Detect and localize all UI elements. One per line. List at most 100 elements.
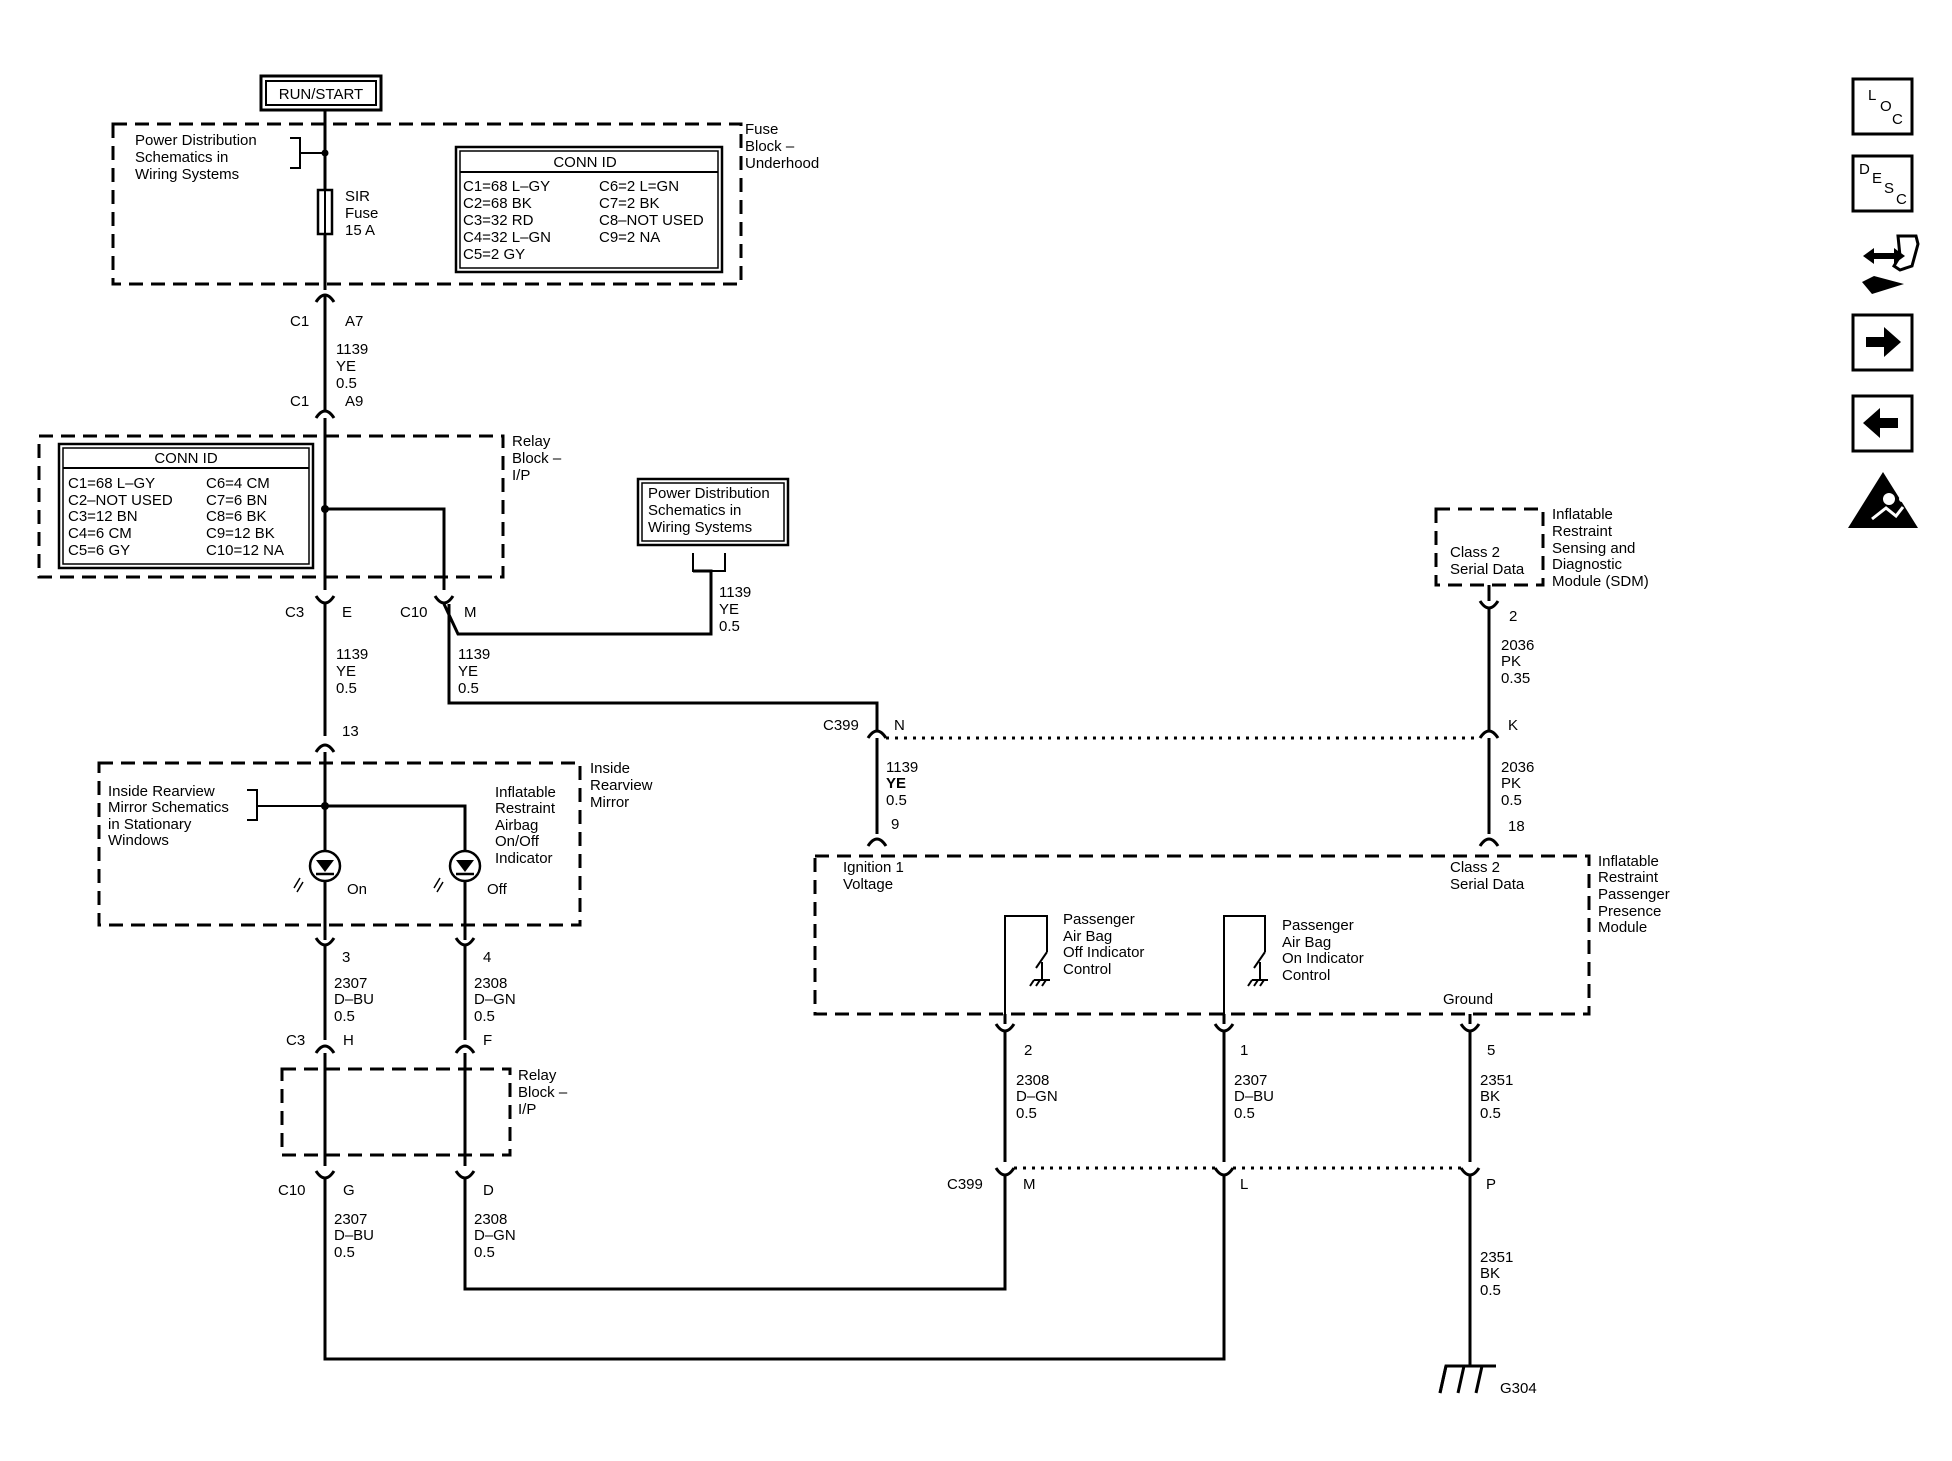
svg-text:C6=4 CM C7=6 BN: C6=4 CM C7=6 BN C8=6 BK C9=12 BK C10=12 … [206,475,284,559]
svg-text:E: E [1872,170,1882,187]
relay-block-name: Relay Block – I/P [512,433,565,484]
relay-block-conn-id-table: CONN ID C1=68 L–GY C2–NOT USED C3=12 BN … [57,442,315,570]
mirror-name: Inside Rearview Mirror [590,760,657,811]
fuse-block-underhood: Fuse Block – Underhood Power Distributio… [111,121,819,286]
svg-text:2308 D–GN 0.5: 2308 D–GN 0.5 [474,975,520,1025]
svg-text:1: 1 [1240,1042,1248,1059]
connector-2 [994,1023,1016,1033]
led-on-icon [293,849,342,893]
fuse-block-conn-id-table: CONN ID C1=68 L–GY C2=68 BK C3=32 RD C4=… [454,145,724,274]
ppm-name: Inflatable Restraint Passenger Presence … [1598,853,1674,936]
power-distribution-box: Power Distribution Schematics in Wiring … [636,477,790,547]
prev-arrow-icon[interactable] [1851,394,1914,453]
svg-text:C399: C399 [947,1176,983,1193]
connector-c3-e [314,595,336,605]
svg-text:On: On [347,881,367,898]
connector-p [1459,1167,1481,1177]
svg-text:S: S [1884,180,1894,197]
connector-d [454,1170,476,1180]
svg-text:Ground: Ground [1443,991,1493,1008]
svg-text:D: D [483,1182,494,1199]
svg-text:Passenger Air Bag: Passenger Air Bag On Indicator Control [1282,917,1368,984]
power-dist-note: Power Distribution Schematics in Wiring … [135,132,261,183]
svg-text:C1: C1 [290,313,309,330]
svg-text:Class 2 Serial Data: Class 2 Serial Data [1450,859,1525,893]
svg-text:1139 YE 0.5: 1139 YE 0.5 [886,759,922,809]
connector-c10-m [433,595,455,605]
svg-text:A9: A9 [345,393,363,410]
svg-text:2307 D–BU 0.5: 2307 D–BU 0.5 [334,975,378,1025]
airbag-warning-icon[interactable] [1848,472,1918,528]
relay-block-ip-bottom: Relay Block – I/P [280,1067,571,1157]
svg-text:C399: C399 [823,717,859,734]
svg-text:Ignition 1 Voltage: Ignition 1 Voltage [843,859,908,893]
svg-text:2: 2 [1024,1042,1032,1059]
connector-3 [314,937,336,947]
svg-text:2036 PK 0.5: 2036 PK 0.5 [1501,759,1539,809]
connector-c3-h [314,1044,336,1054]
svg-text:L: L [1240,1176,1248,1193]
svg-text:4: 4 [483,949,491,966]
svg-text:2307 D–BU 0.5: 2307 D–BU 0.5 [334,1211,378,1261]
component-swap-icon[interactable] [1862,234,1920,294]
svg-text:1139 YE 0.5: 1139 YE 0.5 [336,646,372,697]
svg-text:F: F [483,1032,492,1049]
svg-text:A7: A7 [345,313,363,330]
passenger-presence-module: Inflatable Restraint Passenger Presence … [813,853,1674,1016]
connector-c1-a7 [314,293,336,303]
loc-button[interactable]: L O C [1851,77,1914,136]
svg-text:C1=68 L–GY C2=68 BK: C1=68 L–GY C2=68 BK C3=32 RD C4=32 L–GN … [463,178,555,263]
connector-13 [314,743,336,753]
svg-text:18: 18 [1508,818,1525,835]
svg-text:CONN ID: CONN ID [154,450,218,467]
svg-text:Class 2 Serial Data: Class 2 Serial Data [1450,544,1525,578]
svg-text:RUN/START: RUN/START [279,86,363,103]
relay-block-ip-top: Relay Block – I/P CONN ID C1=68 L–GY C2–… [37,433,565,579]
indicator-label: Inflatable Restraint Airbag On/Off Indic… [495,784,560,867]
connector-1 [1213,1023,1235,1033]
on-indicator-switch [1223,915,1268,1014]
svg-text:C10: C10 [278,1182,306,1199]
svg-text:M: M [464,604,477,621]
connector-4 [454,937,476,947]
svg-text:D: D [1859,161,1870,178]
svg-text:2036 PK 0.35: 2036 PK 0.35 [1501,637,1539,687]
connector-18 [1478,837,1500,847]
off-indicator-switch [1004,915,1050,1014]
svg-text:9: 9 [891,816,899,833]
svg-text:2351 BK 0.5: 2351 BK 0.5 [1480,1249,1518,1299]
svg-text:Power Distribution Schem: Power Distribution Schematics in Wiring … [648,485,774,536]
led-off-icon [433,849,482,893]
next-arrow-icon[interactable] [1851,313,1914,372]
svg-text:2: 2 [1509,608,1517,625]
connector-c399-n [866,729,888,739]
desc-button[interactable]: D E S C [1851,154,1914,213]
svg-text:G: G [343,1182,355,1199]
svg-text:C1: C1 [290,393,309,410]
mirror-note: Inside Rearview Mirror Schematics in Sta… [108,783,233,849]
run-start-label: RUN/START [259,74,383,112]
svg-text:E: E [342,604,352,621]
wire-label: 1139 YE 0.5 [336,341,372,392]
svg-text:C10: C10 [400,604,428,621]
svg-text:Passenger Air Bag: Passenger Air Bag Off Indicator Control [1063,911,1149,978]
connector-f [454,1044,476,1054]
svg-text:2351 BK 0.5: 2351 BK 0.5 [1480,1072,1518,1122]
svg-text:K: K [1508,717,1518,734]
svg-text:13: 13 [342,723,359,740]
connector-c399-m [994,1167,1016,1177]
svg-text:CONN ID: CONN ID [553,154,617,171]
svg-text:C: C [1896,191,1907,208]
svg-text:M: M [1023,1176,1036,1193]
connector-sdm-2 [1478,600,1500,610]
svg-text:3: 3 [342,949,350,966]
svg-text:Relay Block – I/P: Relay Block – I/P [518,1067,571,1118]
connector-c1-a9 [314,409,336,419]
svg-text:C3: C3 [285,604,304,621]
svg-text:C3: C3 [286,1032,305,1049]
svg-text:H: H [343,1032,354,1049]
connector-l [1213,1167,1235,1177]
ground-g304-icon [1438,1364,1496,1394]
sdm-name: Inflatable Restraint Sensing and Diagnos… [1552,506,1649,590]
